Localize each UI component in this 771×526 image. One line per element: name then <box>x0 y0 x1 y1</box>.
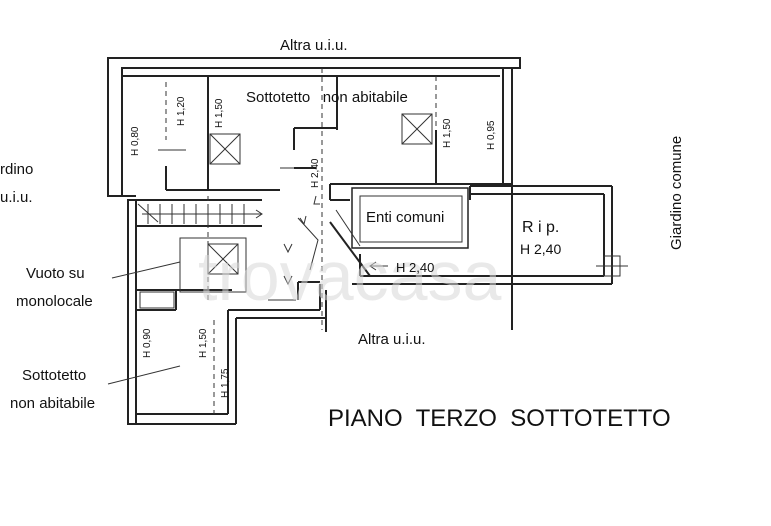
label-giardino-comune: Giardino comune <box>668 136 685 250</box>
walls <box>107 57 628 425</box>
height-label: H 0,80 <box>130 126 141 156</box>
height-label: H 1,50 <box>198 328 209 358</box>
height-label: H 0,90 <box>142 328 153 358</box>
label-vuoto-1: Vuoto su <box>26 265 85 282</box>
label-enti-comuni: Enti comuni <box>366 209 444 226</box>
label-sottotetto-left-1: Sottotetto <box>22 367 86 384</box>
label-giardino-left-2: u.i.u. <box>0 189 33 206</box>
stairs <box>137 203 263 224</box>
label-altra-top: Altra u.i.u. <box>280 37 348 54</box>
diagonal-wall <box>329 221 371 277</box>
height-label: H 1,50 <box>442 118 453 148</box>
plan-title: PIANO TERZO SOTTOTETTO <box>328 405 671 432</box>
label-sottotetto-left-2: non abitabile <box>10 395 95 412</box>
skylights <box>179 113 433 293</box>
label-altra-bottom: Altra u.i.u. <box>358 331 426 348</box>
direction-arrows <box>139 149 388 309</box>
height-label: H 0,95 <box>486 120 497 150</box>
label-vuoto-2: monolocale <box>16 293 93 310</box>
label-corridor-height: H 2,40 <box>396 260 434 275</box>
height-label: H 2,40 <box>310 158 321 188</box>
label-rip-height: H 2,40 <box>520 241 561 257</box>
leader-vuoto <box>111 261 181 279</box>
leader-sottotetto <box>107 365 181 385</box>
height-label: H 1,20 <box>176 96 187 126</box>
height-labels: H 0,80 H 1,20 H 1,50 H 1,50 H 0,95 H 2,4… <box>130 96 497 398</box>
label-rip: R i p. <box>522 219 559 236</box>
watermark: trovacasa <box>198 237 502 315</box>
height-label: H 1,75 <box>220 368 231 398</box>
dashed-lines <box>165 68 437 414</box>
height-label: H 1,50 <box>214 98 225 128</box>
label-sottotetto-top: Sottotetto non abitabile <box>246 89 408 106</box>
label-giardino-left-1: rdino <box>0 161 33 178</box>
